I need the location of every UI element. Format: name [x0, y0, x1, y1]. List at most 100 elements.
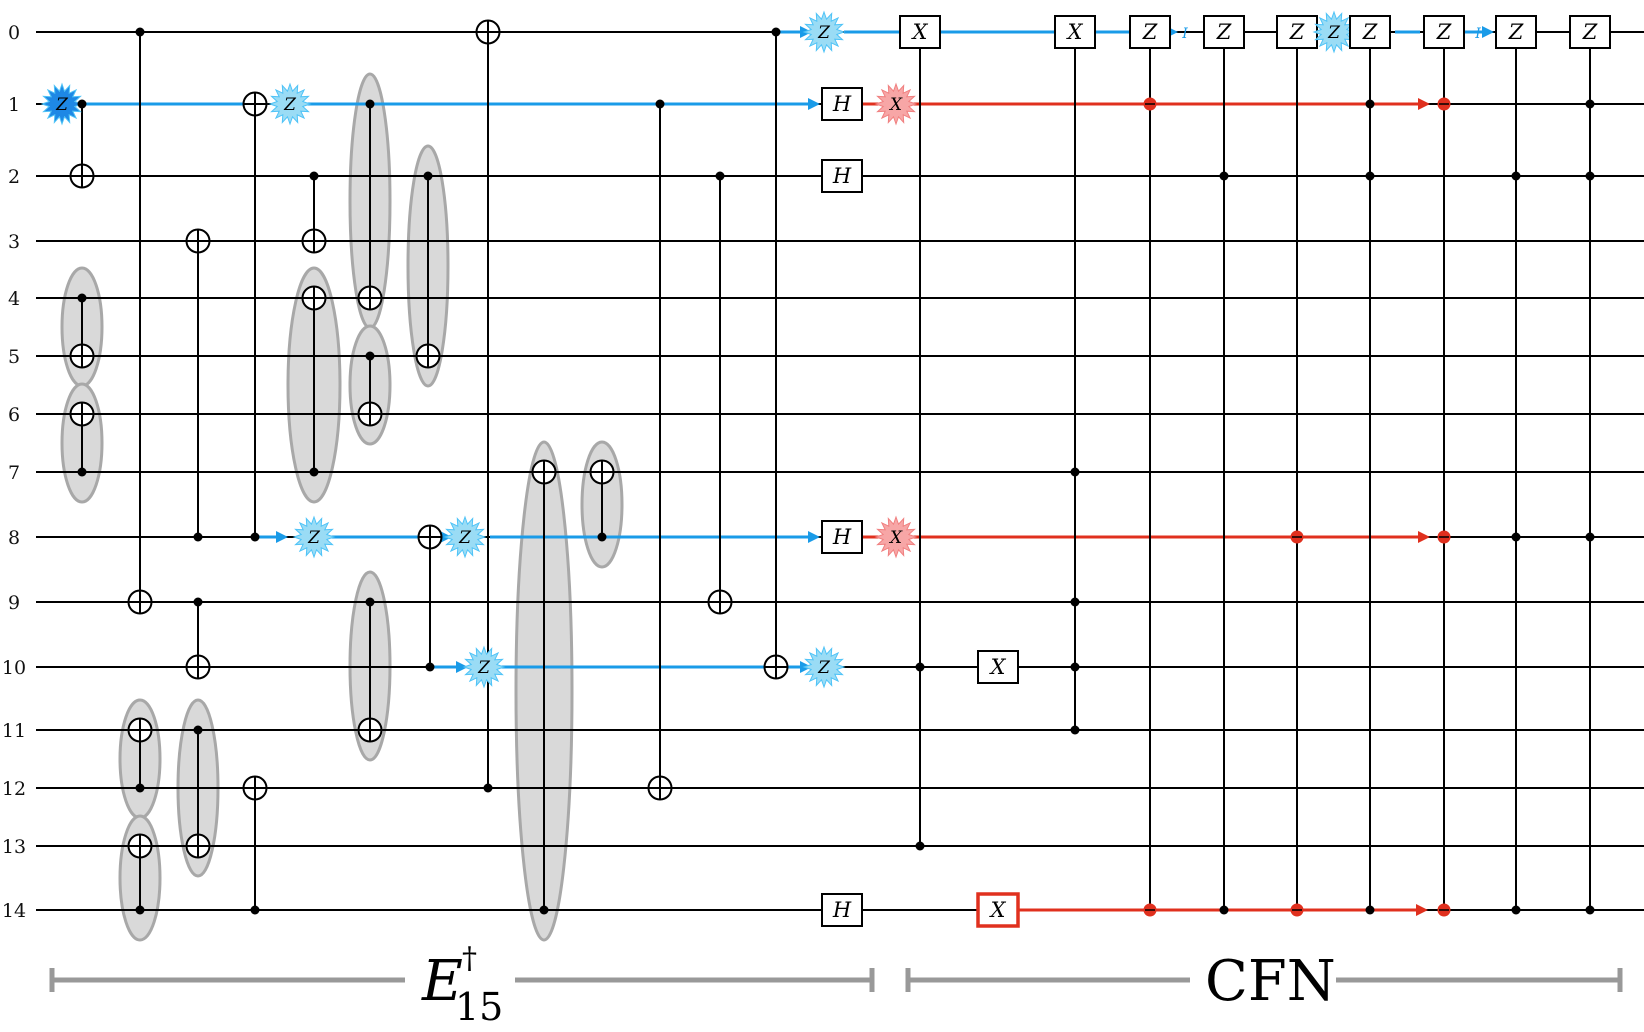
gate-box — [821, 893, 863, 927]
identity-label: I — [1474, 26, 1481, 42]
gate-box — [1054, 15, 1096, 49]
qubit-label: 2 — [8, 166, 20, 188]
qubit-label: 12 — [2, 778, 26, 800]
gate-label: X — [989, 898, 1007, 922]
gate-box — [1349, 15, 1391, 49]
control-dot-icon — [915, 662, 925, 672]
gate-box — [1129, 15, 1171, 49]
starburst-label: Z — [1327, 23, 1341, 43]
arrow-icon — [1482, 26, 1494, 38]
qubit-label: 14 — [2, 900, 26, 922]
starburst-label: Z — [477, 658, 491, 678]
control-dot-icon — [1365, 905, 1375, 915]
starburst-icon — [292, 515, 336, 559]
control-dot-icon — [1070, 467, 1080, 477]
gate-label: Z — [1362, 20, 1378, 44]
control-dot-icon — [1511, 905, 1521, 915]
starburst-icon — [462, 645, 506, 689]
control-dot-icon — [1219, 171, 1229, 181]
control-dot-icon — [1585, 532, 1595, 542]
control-dot-icon — [483, 783, 493, 793]
qubit-label: 10 — [2, 657, 26, 679]
control-dot-icon — [365, 99, 375, 109]
red-gate-box — [976, 892, 1020, 928]
qubit-label: 13 — [2, 836, 26, 858]
control-dot-icon — [1585, 171, 1595, 181]
gate-label: Z — [1508, 20, 1524, 44]
control-dot-icon — [1365, 99, 1375, 109]
section-title-left: E — [421, 949, 463, 1014]
qubit-label: 9 — [8, 592, 20, 614]
control-dot-icon — [135, 783, 145, 793]
identity-label: I — [1181, 26, 1188, 42]
arrow-icon — [456, 661, 468, 673]
starburst-icon — [874, 82, 918, 126]
qubit-label: 6 — [8, 404, 20, 426]
section-brackets: E † 15 CFN — [49, 941, 1623, 1029]
qubit-label: 0 — [8, 22, 20, 44]
starburst-label: X — [888, 528, 903, 548]
starburst-label: Z — [458, 528, 472, 548]
gate-box — [1495, 15, 1537, 49]
control-dot-icon — [135, 905, 145, 915]
control-dot-icon — [1511, 532, 1521, 542]
control-dot-icon — [77, 467, 87, 477]
control-dot-icon — [1585, 905, 1595, 915]
section-title-right: CFN — [1205, 949, 1336, 1014]
gate-box — [977, 650, 1019, 684]
starburst-icon — [268, 82, 312, 126]
arrow-icon — [1418, 531, 1430, 543]
starburst-icon — [443, 515, 487, 559]
control-dot-icon — [655, 99, 665, 109]
gate-label: X — [989, 655, 1007, 679]
gate-label: H — [832, 898, 852, 922]
qubit-label: 8 — [8, 527, 20, 549]
control-dot-icon — [193, 725, 203, 735]
starburst-icon — [874, 515, 918, 559]
qubit-label: 4 — [8, 288, 20, 310]
control-dot-icon — [1585, 99, 1595, 109]
arrow-icon — [808, 98, 820, 110]
control-dot-icon — [365, 597, 375, 607]
control-dot-icon — [915, 841, 925, 851]
starburst-icon — [802, 10, 846, 54]
gate-label: Z — [1436, 20, 1452, 44]
section-title-left-sub: 15 — [455, 985, 503, 1029]
gate-label: H — [832, 92, 852, 116]
starburst-icon — [40, 82, 84, 126]
group-layer — [60, 72, 624, 942]
control-dot-icon — [1219, 905, 1229, 915]
control-dot-icon — [539, 905, 549, 915]
control-dot-icon — [1365, 171, 1375, 181]
control-dot-icon — [597, 532, 607, 542]
control-dot-icon — [309, 467, 319, 477]
starburst-icon — [1312, 10, 1356, 54]
starburst-icon — [802, 645, 846, 689]
qubit-label: 11 — [2, 720, 26, 742]
gate-label: H — [832, 525, 852, 549]
control-dot-icon — [771, 27, 781, 37]
gate-box — [821, 159, 863, 193]
starburst-label: Z — [307, 528, 321, 548]
control-dot-icon — [1070, 597, 1080, 607]
qubit-label: 5 — [8, 346, 20, 368]
qubit-label: 3 — [8, 231, 20, 253]
arrow-icon — [1418, 98, 1430, 110]
control-dot-icon — [135, 27, 145, 37]
control-dot-icon — [1070, 662, 1080, 672]
control-dot-icon — [309, 171, 319, 181]
section-title-left-sup: † — [462, 941, 477, 976]
qubit-label: 1 — [8, 94, 20, 116]
starburst-label: Z — [55, 95, 69, 115]
gate-box — [821, 87, 863, 121]
starburst-label: Z — [817, 658, 831, 678]
gate-box — [1569, 15, 1611, 49]
arrow-icon — [808, 531, 820, 543]
gate-box — [1423, 15, 1465, 49]
qubit-label: 7 — [8, 462, 20, 484]
starburst-label: Z — [283, 95, 297, 115]
gate-label: Z — [1582, 20, 1598, 44]
